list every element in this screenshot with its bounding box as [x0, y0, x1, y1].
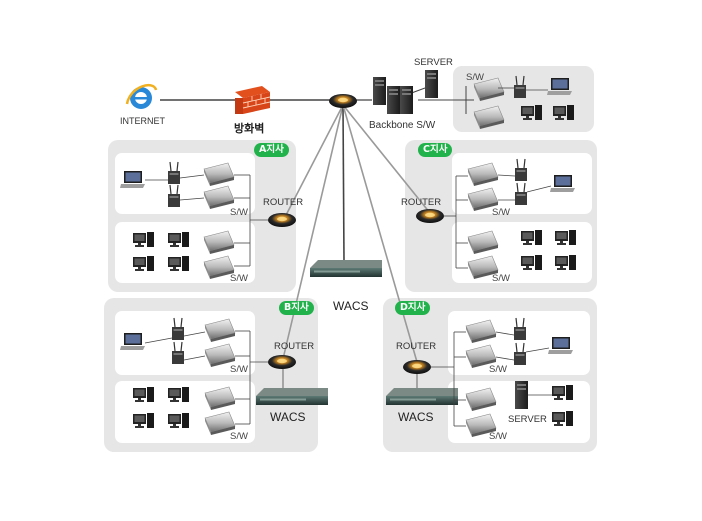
core-router-icon	[329, 94, 357, 108]
branch-a-devices	[120, 161, 296, 280]
branch-b-badge: B지사	[279, 301, 314, 315]
firewall-icon	[235, 86, 271, 114]
wacs-center-label: WACS	[333, 299, 369, 313]
sw-label-d1: S/W	[489, 364, 507, 375]
sw-label-d2: S/W	[489, 431, 507, 442]
firewall-label: 방화벽	[234, 123, 265, 135]
router-c-label: ROUTER	[401, 197, 442, 208]
branch-b-devices	[120, 317, 328, 436]
sw-label-a1: S/W	[230, 207, 248, 218]
wacs-d-label: WACS	[398, 410, 434, 424]
branch-c-badge: C지사	[418, 143, 453, 157]
backbone-sw-label: Backbone S/W	[369, 120, 436, 131]
server-top-label: SERVER	[414, 57, 453, 68]
sw-label-b1: S/W	[230, 364, 248, 375]
branch-c-devices	[416, 158, 576, 280]
backbone-sw-small-label: S/W	[466, 72, 484, 83]
sw-label-c2: S/W	[492, 273, 510, 284]
sw-label-c1: S/W	[492, 207, 510, 218]
branch-d-devices	[386, 317, 573, 438]
sw-label-b2: S/W	[230, 431, 248, 442]
wacs-b-label: WACS	[270, 410, 306, 424]
router-b-label: ROUTER	[274, 341, 315, 352]
router-d-label: ROUTER	[396, 341, 437, 352]
backbone-switch-icon	[373, 77, 413, 114]
server-icon	[425, 70, 438, 98]
internet-label: INTERNET	[120, 116, 165, 126]
server-d-label: SERVER	[508, 414, 547, 425]
router-a-label: ROUTER	[263, 197, 304, 208]
wacs-center-icon	[310, 260, 382, 277]
branch-a-badge: A지사	[254, 143, 289, 157]
sw-label-a2: S/W	[230, 273, 248, 284]
internet-icon	[125, 84, 158, 109]
branch-d-badge: D지사	[395, 301, 431, 315]
